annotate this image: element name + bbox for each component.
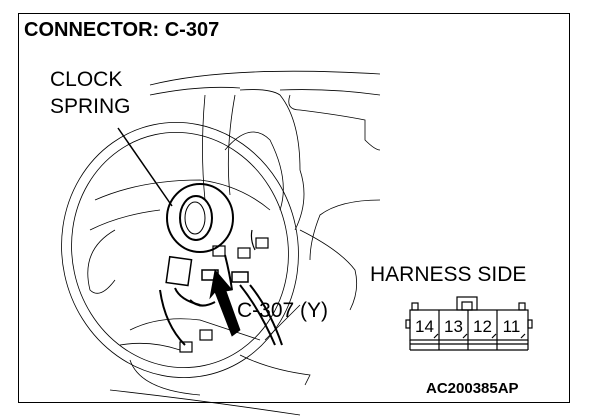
harness-side-label: HARNESS SIDE [370, 263, 527, 286]
page-title: CONNECTOR: C-307 [24, 19, 220, 41]
connector-pin: 14 [415, 317, 434, 336]
connector-pin: 13 [444, 317, 463, 336]
clock-spring-label-line2: SPRING [50, 95, 131, 118]
connector-callout-label: C-307 (Y) [237, 299, 329, 322]
figure-code: AC200385AP [426, 380, 519, 397]
connector-pin: 12 [473, 317, 492, 336]
figure-frame [18, 13, 570, 403]
clock-spring-label-line1: CLOCK [50, 68, 123, 91]
connector-pin: 11 [502, 317, 521, 336]
